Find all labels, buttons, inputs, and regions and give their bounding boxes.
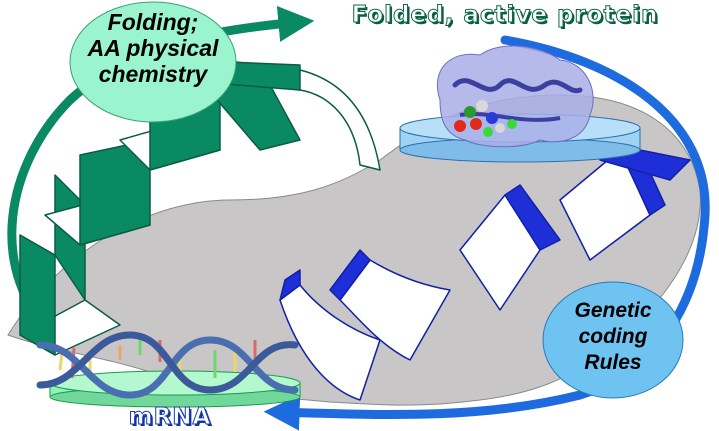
genetic-coding-label: Genetic coding Rules bbox=[548, 298, 678, 376]
genetic-coding-label-bubble bbox=[542, 281, 684, 399]
folding-label-line-2: AA physical bbox=[87, 35, 219, 61]
genetic-label-line-1: Genetic bbox=[574, 299, 652, 322]
mrna-label: mRNA bbox=[128, 404, 212, 431]
folding-label-bubble bbox=[69, 1, 237, 123]
folding-label-line-1: Folding; bbox=[107, 9, 199, 35]
folding-label-line-3: chemistry bbox=[98, 61, 208, 87]
mrna-helix-image bbox=[36, 331, 299, 399]
genetic-label-line-3: Rules bbox=[584, 351, 642, 374]
folding-label: Folding; AA physical chemistry bbox=[68, 9, 238, 87]
genetic-label-line-2: coding bbox=[578, 325, 648, 348]
protein-structure-image bbox=[436, 45, 594, 148]
folded-protein-title: Folded, active protein bbox=[351, 2, 659, 29]
